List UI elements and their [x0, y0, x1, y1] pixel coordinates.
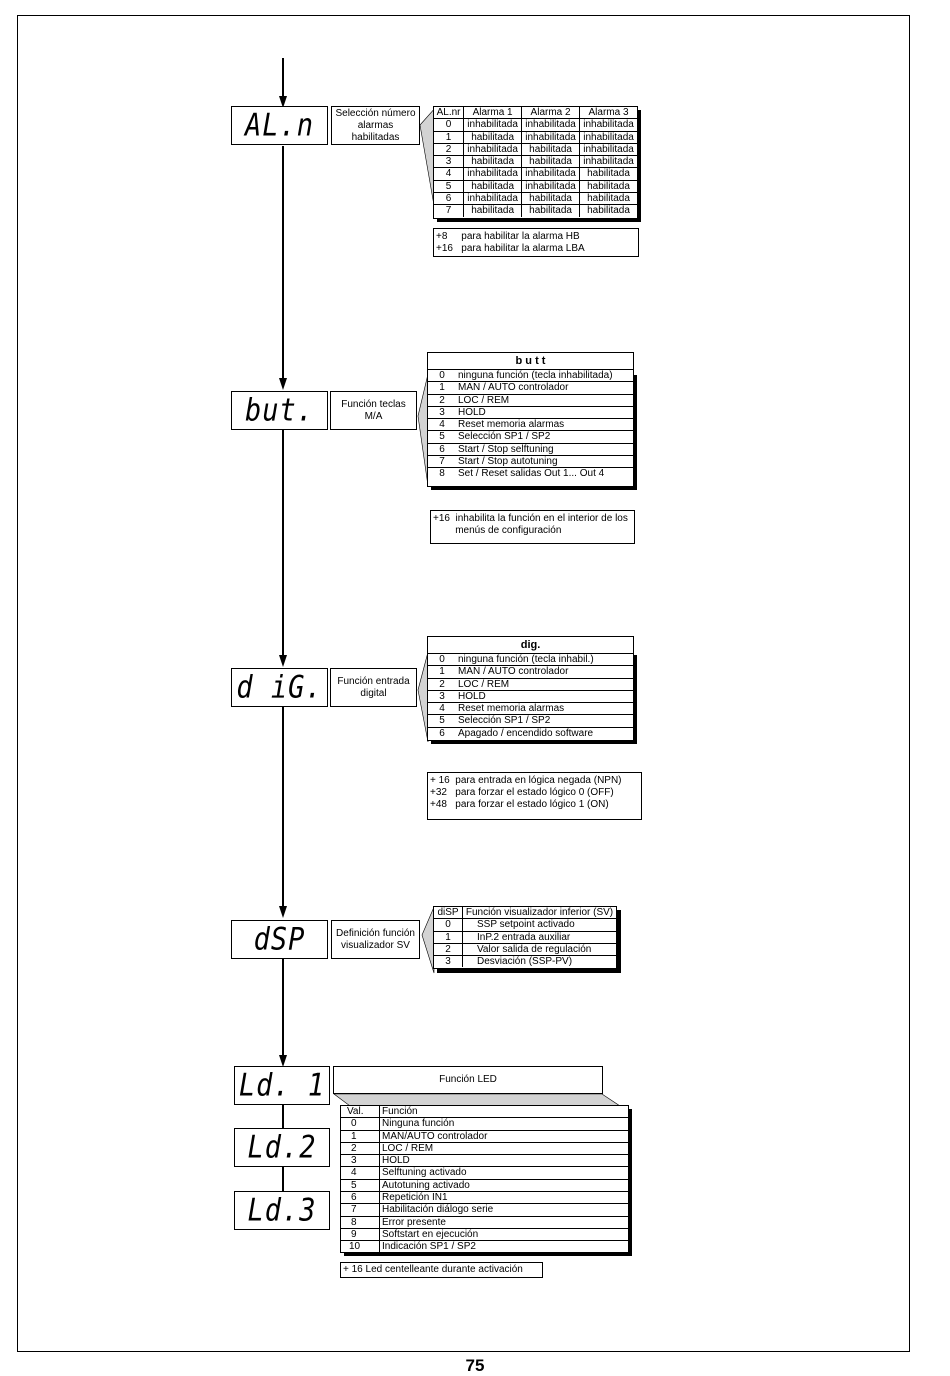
- alarm-table-header: Alarma 2: [521, 107, 581, 120]
- arrow-down-icon: [279, 655, 287, 667]
- flow-line: [282, 58, 284, 98]
- label-dig: Función entrada digital: [330, 668, 417, 707]
- but-notes: +16 inhabilita la función en el interior…: [430, 510, 635, 544]
- display-dig: d iG.: [231, 668, 328, 707]
- label-but: Función teclas M/A: [330, 391, 417, 430]
- connector-line: [282, 1167, 284, 1191]
- flow-line: [282, 707, 284, 908]
- display-ld1: Ld. 1: [234, 1066, 330, 1105]
- label-led: Función LED: [333, 1066, 603, 1094]
- display-but: but.: [231, 391, 328, 430]
- display-ld2: Ld.2: [234, 1128, 330, 1167]
- flow-line: [282, 430, 284, 656]
- dsp-table: diSP Función visualizador inferior (SV) …: [433, 906, 617, 969]
- arrow-down-icon: [279, 1055, 287, 1067]
- dsp-table-header: diSP: [434, 907, 463, 920]
- alarm-table-header: Alarma 1: [463, 107, 523, 120]
- connector-line: [282, 1105, 284, 1128]
- alarm-table-header: AL.nr: [434, 107, 465, 120]
- dsp-table-header: Función visualizador inferior (SV): [462, 907, 616, 920]
- aln-notes: +8 para habilitar la alarma HB +16 para …: [433, 228, 639, 257]
- display-ld3: Ld.3: [234, 1191, 330, 1230]
- page-number: 75: [465, 1356, 485, 1375]
- display-aln: AL.n: [231, 106, 328, 145]
- butt-title: b u t t: [428, 353, 633, 370]
- dig-notes: + 16 para entrada en lógica negada (NPN)…: [427, 772, 642, 820]
- label-aln: Selección número alarmas habilitadas: [331, 106, 420, 145]
- page-frame: [17, 15, 910, 1352]
- arrow-down-icon: [279, 96, 287, 108]
- alarm-table-header: Alarma 3: [579, 107, 637, 120]
- arrow-down-icon: [279, 906, 287, 918]
- led-note: + 16 Led centelleante durante activación: [340, 1262, 543, 1278]
- table-row: Val. Función: [341, 1106, 628, 1119]
- flow-line: [282, 146, 284, 381]
- dig-title: dig.: [428, 637, 633, 654]
- arrow-down-icon: [279, 378, 287, 390]
- label-dsp: Definición función visualizador SV: [331, 920, 420, 959]
- display-dsp: dSP: [231, 920, 328, 959]
- flow-line: [282, 959, 284, 1057]
